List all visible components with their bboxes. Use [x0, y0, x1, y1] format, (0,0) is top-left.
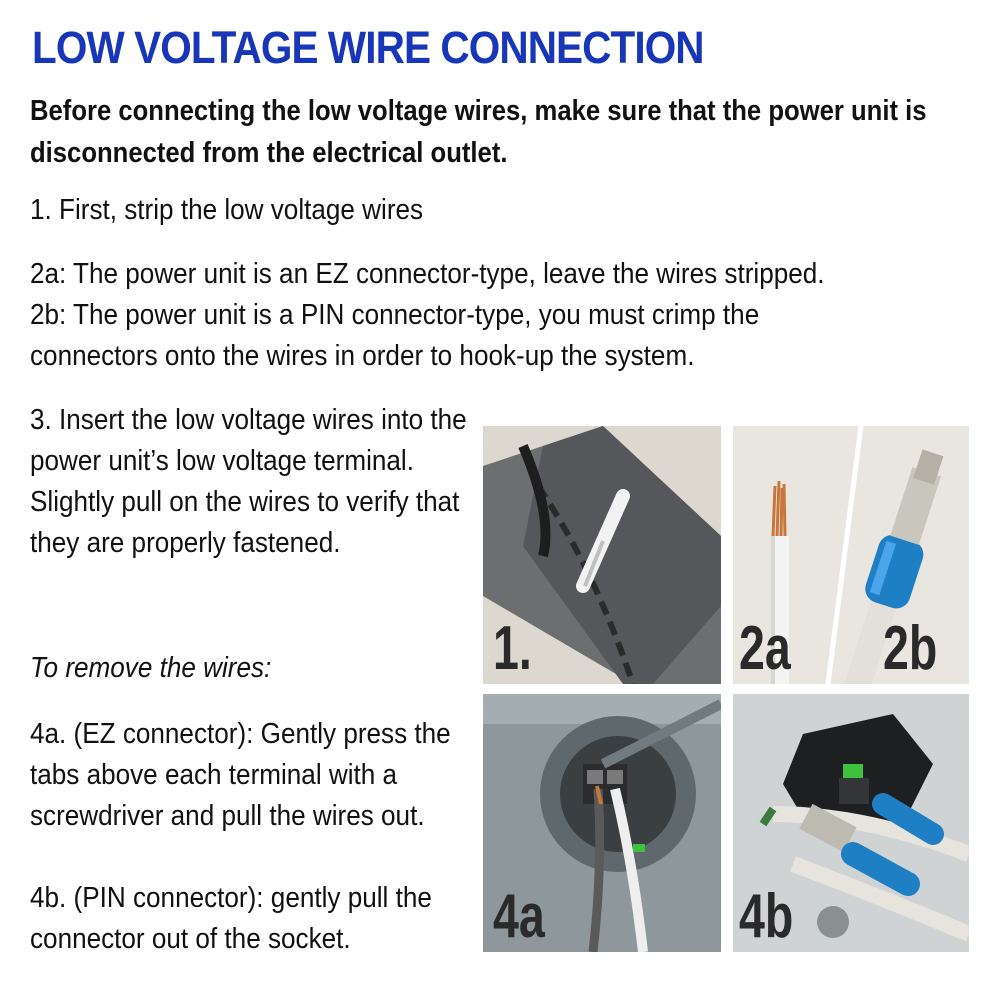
wire-stripper-illustration — [483, 426, 721, 684]
step-4b-text: 4b. (PIN connector): gently pull the con… — [30, 882, 432, 955]
stripped-and-crimped-wire-illustration — [733, 426, 969, 684]
safety-warning: Before connecting the low voltage wires,… — [30, 95, 927, 169]
photo-step-4b: 4b — [733, 694, 969, 952]
pin-connector-illustration — [733, 694, 969, 952]
step-1-text: 1. First, strip the low voltage wires — [30, 194, 424, 226]
ez-connector-illustration — [483, 694, 721, 952]
step-2a-text: 2a: The power unit is an EZ connector-ty… — [30, 258, 825, 290]
step-2b-text-line2: connectors onto the wires in order to ho… — [30, 340, 695, 372]
photo-step-1: 1. — [483, 426, 721, 684]
step-4a-text: 4a. (EZ connector): Gently press the tab… — [30, 718, 451, 832]
page-title: LOW VOLTAGE WIRE CONNECTION — [32, 22, 705, 73]
photo-label-2a: 2a — [739, 614, 791, 683]
photo-label-4a: 4a — [493, 882, 545, 951]
step-3-text: 3. Insert the low voltage wires into the… — [30, 404, 467, 559]
photo-step-2: 2a 2b — [733, 426, 969, 684]
photo-step-4a: 4a — [483, 694, 721, 952]
step-2b-text-line1: 2b: The power unit is a PIN connector-ty… — [30, 299, 760, 331]
photo-label-2b: 2b — [883, 614, 938, 683]
remove-wires-heading: To remove the wires: — [30, 652, 272, 684]
photo-label-1: 1. — [493, 614, 532, 683]
photo-label-4b: 4b — [739, 882, 794, 951]
